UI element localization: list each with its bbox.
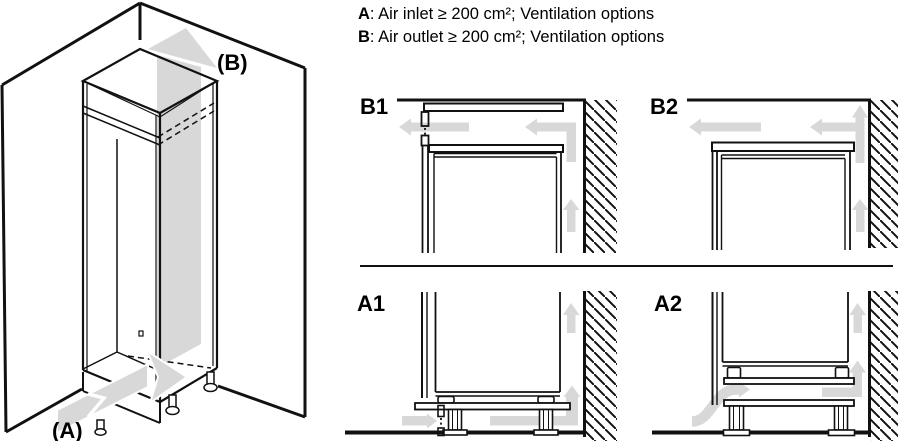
section-b1-label: B1 <box>360 94 388 119</box>
airflow-arrows <box>689 105 869 232</box>
plinth-leg <box>447 408 463 431</box>
air-inlet-arrow <box>56 348 189 435</box>
legend-key-a: A <box>358 5 370 23</box>
hinge-mark <box>138 330 144 337</box>
section-a1: A1 <box>345 291 617 441</box>
legend-text-a: : Air inlet ≥ 200 cm²; Ventilation optio… <box>369 5 655 23</box>
wall-hatch <box>586 100 617 253</box>
air-outlet-arrow-up <box>148 28 217 368</box>
section-b2-label: B2 <box>650 94 678 119</box>
legend-text-b: : Air outlet ≥ 200 cm²; Ventilation opti… <box>369 28 665 46</box>
plinth-panel <box>414 402 571 411</box>
vent-grille-mark <box>437 427 445 437</box>
legend: A: Air inlet ≥ 200 cm²; Ventilation opti… <box>358 3 664 49</box>
plinth-leg <box>728 405 745 431</box>
legend-line-air-inlet: A: Air inlet ≥ 200 cm²; Ventilation opti… <box>358 3 664 26</box>
vent-grille-mark <box>420 111 430 127</box>
cabinet-section <box>414 292 571 437</box>
legend-key-b: B <box>358 28 370 46</box>
appliance-feet <box>94 371 218 436</box>
vent-grille-mark <box>420 134 430 147</box>
wall-hatch <box>871 100 898 248</box>
plinth-panel <box>723 399 855 407</box>
cabinet-section <box>711 141 855 250</box>
air-inlet-label: (A) <box>52 418 83 441</box>
plinth-leg <box>833 405 849 431</box>
airflow-arrows <box>691 303 866 427</box>
legend-line-air-outlet: B: Air outlet ≥ 200 cm²; Ventilation opt… <box>358 26 664 49</box>
appliance-foot <box>726 366 742 379</box>
section-a2-label: A2 <box>654 291 682 316</box>
section-a1-label: A1 <box>357 291 385 316</box>
wall-hatch <box>871 291 898 441</box>
airflow-arrows <box>402 303 581 429</box>
section-b2: B2 <box>650 94 898 250</box>
air-outlet-label: (B) <box>217 50 248 75</box>
room-corner-walls <box>0 1 307 434</box>
vent-grille-mark <box>437 404 445 418</box>
hidden-edges-dashed <box>127 102 215 369</box>
section-a2: A2 <box>652 291 898 441</box>
support-panel <box>723 377 855 385</box>
plinth-leg <box>538 408 554 431</box>
wall-hatch <box>586 291 617 441</box>
section-b1: B1 <box>360 94 617 253</box>
cabinet-section <box>711 292 856 437</box>
airflow-arrows <box>399 118 580 232</box>
niche-3d-view: (B) (A) <box>0 1 307 441</box>
cabinet-section <box>420 102 564 253</box>
appliance-foot <box>437 395 455 404</box>
appliance-foot <box>537 395 555 404</box>
appliance-foot <box>834 366 850 379</box>
